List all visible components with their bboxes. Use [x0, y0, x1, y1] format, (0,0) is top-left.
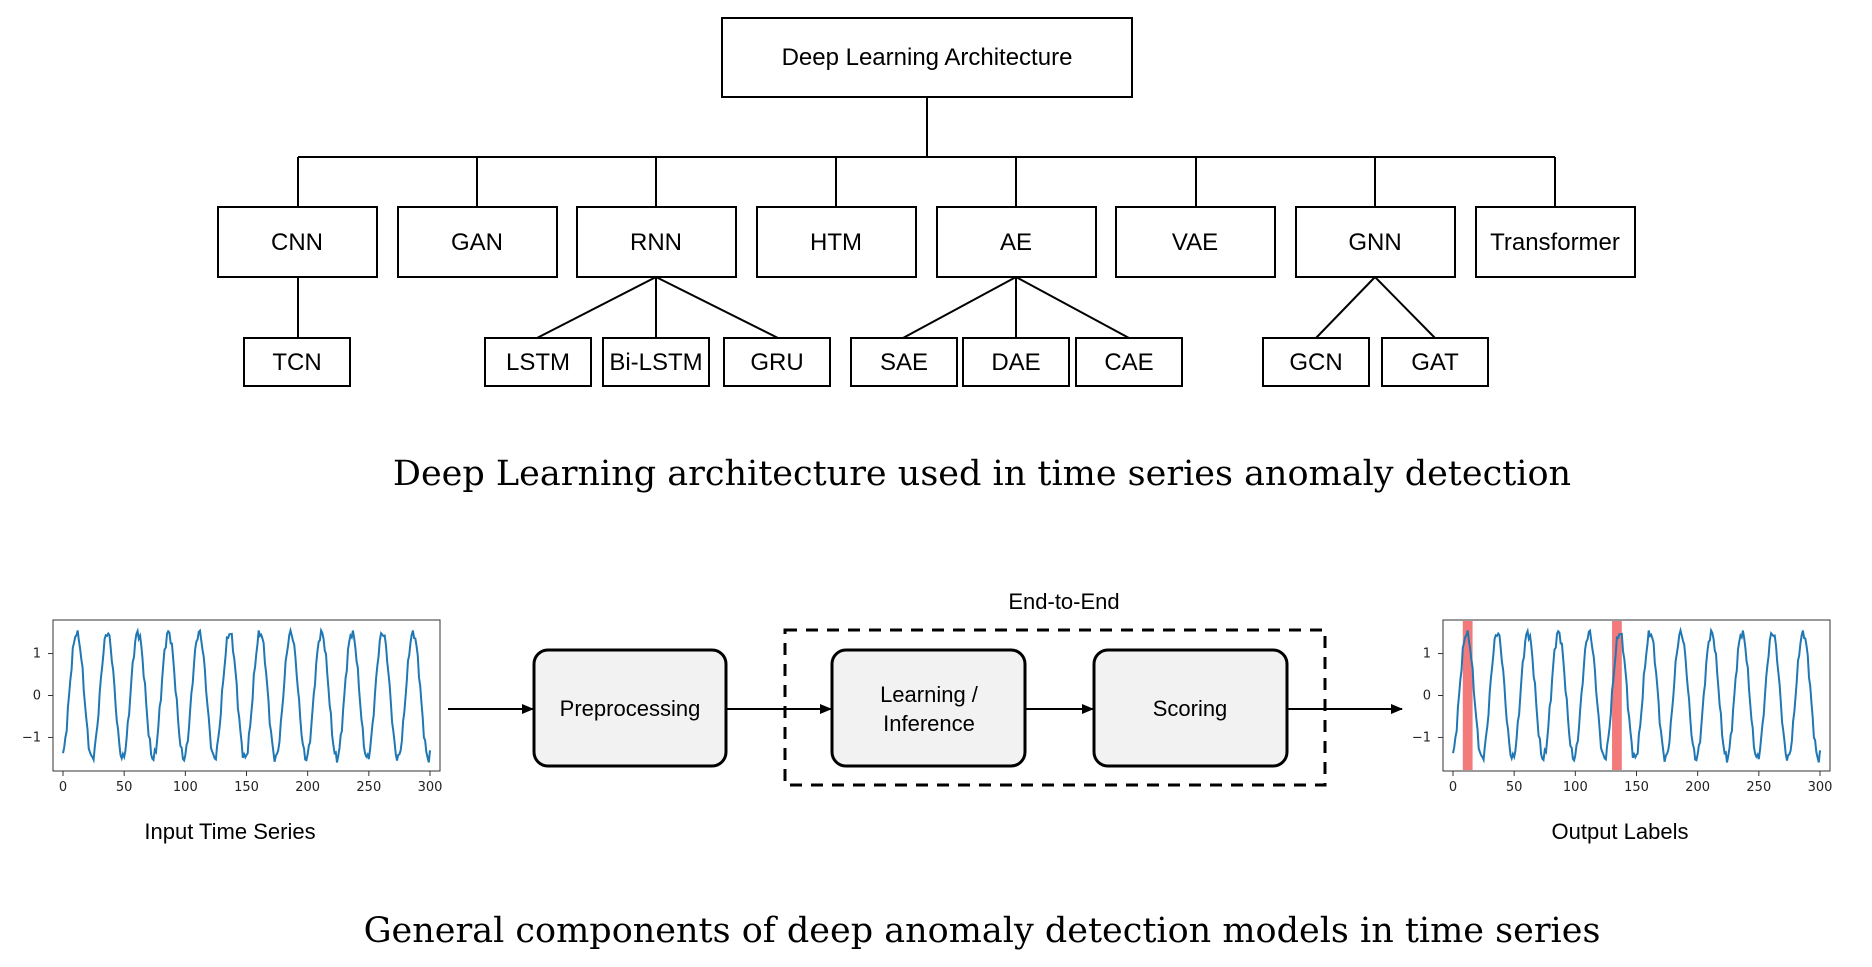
preprocessing-label: Preprocessing — [560, 696, 701, 721]
node-htm-label: HTM — [810, 229, 862, 256]
node-lstm-label: LSTM — [506, 349, 570, 376]
node-transformer — [1475, 206, 1636, 278]
output-chart-xtick-label-4: 200 — [1685, 780, 1710, 795]
output-labels-chart: 0 50 100 150 200 250 300 1 0 −1 — [1412, 619, 1833, 795]
node-gcn — [1262, 337, 1370, 387]
edge-rnn-lstm — [536, 276, 657, 339]
output-chart-anomaly-region-0 — [1462, 621, 1473, 770]
stage-learning-inference: Learning / Inference — [830, 648, 1027, 768]
node-transformer-label: Transformer — [1490, 229, 1620, 256]
input-time-series-chart: 0 50 100 150 200 250 300 1 0 −1 — [22, 619, 443, 795]
input-chart-xtick-label-6: 300 — [418, 780, 443, 795]
input-series-label: Input Time Series — [144, 819, 315, 844]
node-gru — [723, 337, 831, 387]
learning-label-line1: Learning / — [880, 682, 979, 707]
input-chart-xtick-label-4: 200 — [295, 780, 320, 795]
tree-level2-labels: TCN LSTM Bi-LSTM GRU SAE DAE CAE GCN GAT — [272, 349, 1459, 376]
node-gat-label: GAT — [1411, 349, 1459, 376]
input-chart-xtick-label-1: 50 — [116, 780, 133, 795]
node-cae-label: CAE — [1104, 349, 1153, 376]
node-gnn — [1295, 206, 1456, 278]
output-chart-xtick-label-3: 150 — [1624, 780, 1649, 795]
node-gcn-label: GCN — [1289, 349, 1342, 376]
edge-gnn-gcn — [1315, 276, 1376, 339]
end-to-end-dashed-box — [783, 628, 1327, 787]
input-chart-ytick-label-2: −1 — [22, 730, 41, 745]
stage-preprocessing: Preprocessing — [532, 648, 728, 768]
node-cnn — [217, 206, 378, 278]
input-chart-xtick-label-3: 150 — [234, 780, 259, 795]
node-gru-label: GRU — [750, 349, 803, 376]
scoring-label: Scoring — [1153, 696, 1228, 721]
edge-rnn-gru — [655, 276, 779, 339]
node-gan — [397, 206, 558, 278]
output-chart-xtick-label-5: 250 — [1746, 780, 1771, 795]
output-labels-label: Output Labels — [1552, 819, 1689, 844]
node-bilstm-label: Bi-LSTM — [609, 349, 702, 376]
node-dae-label: DAE — [991, 349, 1040, 376]
node-cae — [1075, 337, 1183, 387]
stage-scoring: Scoring — [1092, 648, 1289, 768]
architecture-tree — [297, 97, 1556, 339]
node-tcn-label: TCN — [272, 349, 321, 376]
input-chart-xtick-label-0: 0 — [59, 780, 67, 795]
output-chart-xtick-label-0: 0 — [1449, 780, 1457, 795]
output-chart-anomaly-region-1 — [1612, 621, 1622, 770]
input-chart-xtick-label-2: 100 — [173, 780, 198, 795]
node-sae — [850, 337, 958, 387]
node-htm — [756, 206, 917, 278]
node-gan-label: GAN — [451, 229, 503, 256]
node-vae-label: VAE — [1172, 229, 1218, 256]
output-chart-xtick-label-2: 100 — [1563, 780, 1588, 795]
output-chart-ytick-label-0: 1 — [1423, 647, 1431, 662]
node-gat — [1381, 337, 1489, 387]
node-sae-label: SAE — [880, 349, 928, 376]
edge-ae-cae — [1015, 276, 1130, 339]
input-chart-ytick-label-0: 1 — [33, 647, 41, 662]
node-rnn-label: RNN — [630, 229, 682, 256]
node-vae — [1115, 206, 1276, 278]
learning-label-line2: Inference — [883, 711, 975, 736]
node-rnn — [576, 206, 737, 278]
edge-ae-sae — [902, 276, 1017, 339]
node-bilstm — [602, 337, 710, 387]
edge-gnn-gat — [1374, 276, 1436, 339]
node-ae-label: AE — [1000, 229, 1032, 256]
node-lstm — [484, 337, 592, 387]
input-chart-ytick-label-1: 0 — [33, 689, 41, 704]
node-gnn-label: GNN — [1348, 229, 1401, 256]
output-chart-xtick-label-6: 300 — [1808, 780, 1833, 795]
node-tcn — [243, 337, 351, 387]
tree-caption: Deep Learning architecture used in time … — [393, 454, 1571, 494]
output-chart-series-line — [1452, 626, 1821, 764]
input-chart-series-line — [62, 626, 431, 764]
output-chart-xtick-label-1: 50 — [1506, 780, 1523, 795]
node-dae — [962, 337, 1070, 387]
pipeline-caption: General components of deep anomaly detec… — [364, 911, 1601, 951]
tree-level1-labels: CNN GAN RNN HTM AE VAE GNN Transformer — [271, 229, 1620, 256]
input-chart-xtick-label-5: 250 — [356, 780, 381, 795]
node-cnn-label: CNN — [271, 229, 323, 256]
end-to-end-label: End-to-End — [1008, 589, 1119, 614]
output-chart-ytick-label-1: 0 — [1423, 689, 1431, 704]
tree-level1 — [217, 206, 1636, 278]
tree-root-node: Deep Learning Architecture — [721, 17, 1133, 98]
tree-root-label: Deep Learning Architecture — [782, 44, 1073, 71]
node-ae — [936, 206, 1097, 278]
tree-level2 — [243, 337, 1489, 387]
output-chart-ytick-label-2: −1 — [1412, 730, 1431, 745]
